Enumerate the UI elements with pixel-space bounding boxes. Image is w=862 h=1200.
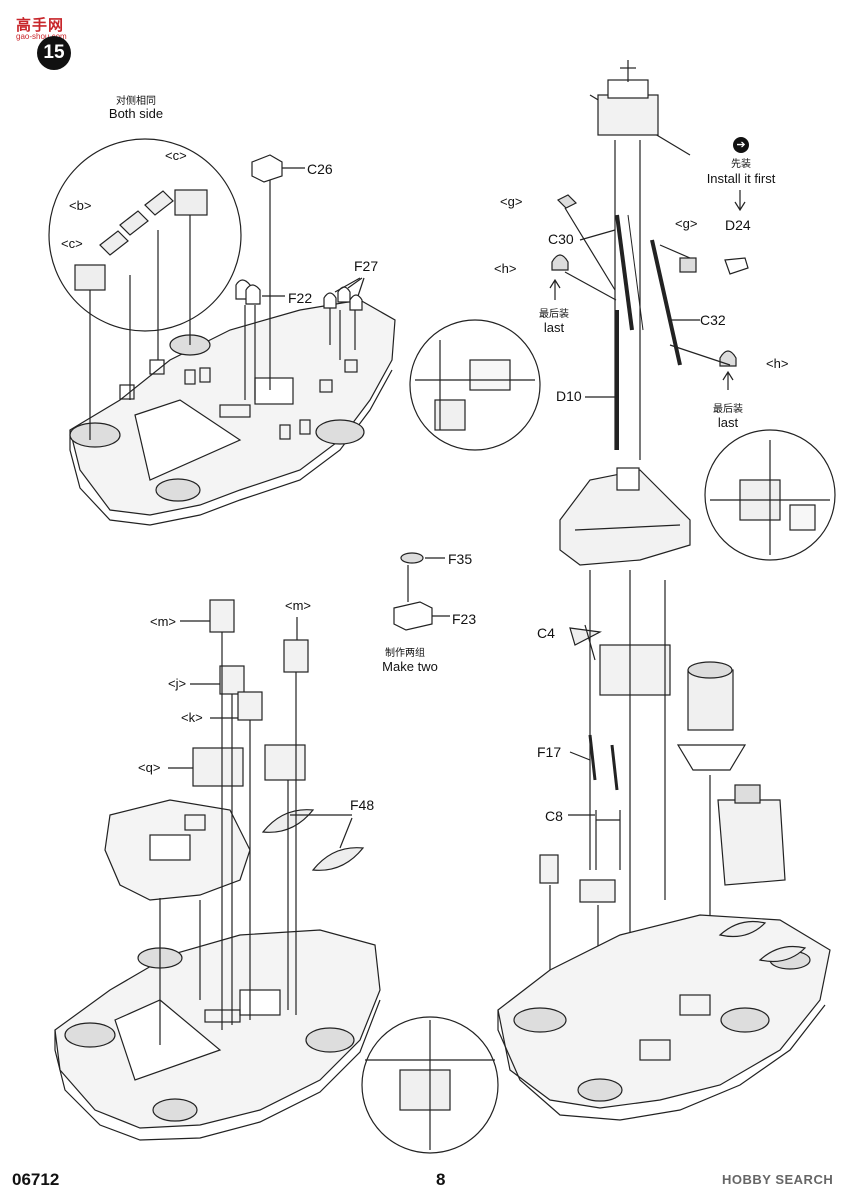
part-label-q: <q> [138,760,161,775]
part-label-F35: F35 [448,551,473,567]
part-label-h-left: <h> [494,261,517,276]
part-label-c-left: <c> [61,236,83,251]
watermark-text: 高手网 [16,17,65,34]
detail-circle-right [704,429,836,561]
make-two-cn-label: 制作两组 [385,648,425,659]
upper-left-deck [69,299,396,526]
install-first-cn-label: 先装 [731,159,751,170]
install-first-arrow-icon: ➔ [733,137,749,153]
step-number-badge: 15 [37,36,71,70]
part-label-F23: F23 [452,611,477,627]
both-side-cn-label: 对侧相同 [116,96,156,107]
part-label-C32: C32 [700,312,726,328]
part-label-C8: C8 [545,808,563,824]
last-en-label-right: last [717,415,739,430]
part-label-b: <b> [69,198,92,213]
watermark-subtext: gao-shou.com [16,32,67,41]
last-cn-label-left: 最后装 [539,309,569,320]
part-label-D10: D10 [556,388,582,404]
detail-circle-guns [48,138,242,332]
lower-left-upper-deck [104,799,251,901]
part-label-g-right: <g> [675,216,698,231]
hobby-search-watermark: HOBBY SEARCH [722,1172,834,1187]
part-label-m-left: <m> [150,614,177,629]
both-side-en-label: Both side [108,106,164,121]
product-code: 06712 [12,1170,60,1189]
watermark-logo: 高手网 gao-shou.com [8,6,70,41]
mast-top [589,60,691,156]
part-label-F27: F27 [354,258,379,274]
part-label-j: <j> [168,676,187,691]
detail-circle-bottom [361,1016,499,1154]
part-label-C26: C26 [307,161,333,177]
part-label-g-left: <g> [500,194,523,209]
part-label-C4: C4 [537,625,555,641]
detail-circle-top [409,319,541,451]
part-label-F48: F48 [350,797,375,813]
part-label-c-top: <c> [165,148,187,163]
part-label-h-right: <h> [766,356,789,371]
part-label-C30: C30 [548,231,574,247]
make-two-en-label: Make two [382,659,438,674]
part-label-D24: D24 [725,217,751,233]
part-label-k: <k> [181,710,203,725]
page-number: 8 [436,1170,446,1189]
last-cn-label-right: 最后装 [713,404,743,415]
part-label-m-right: <m> [285,598,312,613]
install-first-en-label: Install it first [706,171,776,186]
part-label-F17: F17 [537,744,562,760]
bridge-tower [559,467,691,566]
lower-left-main-deck [54,929,381,1141]
last-en-label-left: last [543,320,565,335]
part-label-F22: F22 [288,290,313,306]
lower-right-deck [497,914,831,1121]
